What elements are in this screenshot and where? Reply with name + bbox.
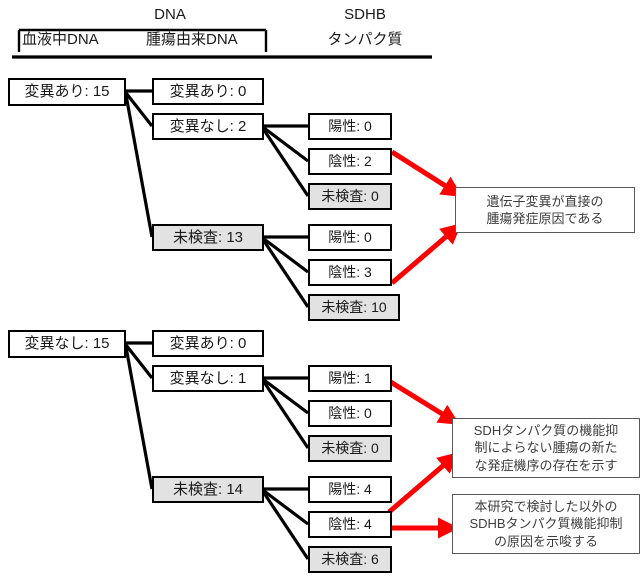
node-lower-root[interactable]: 変異なし: 15 — [8, 330, 126, 358]
header-dna-group: DNA — [154, 6, 186, 23]
node-lower-b2-c3[interactable]: 未検査: 0 — [308, 435, 392, 462]
lower-branch3-edges — [262, 487, 310, 560]
node-lower-b2[interactable]: 変異なし: 1 — [152, 365, 264, 392]
node-upper-b2-c2[interactable]: 陰性: 2 — [308, 148, 392, 175]
callout-2-line-2: 制によらない腫瘍の新た — [474, 440, 618, 456]
node-upper-b3[interactable]: 未検査: 13 — [152, 224, 264, 251]
callout-3-line-1: 本研究で検討した以外の — [474, 499, 618, 515]
node-upper-b3-c3[interactable]: 未検査: 10 — [308, 294, 400, 321]
lower-branch2-edges — [262, 376, 310, 449]
node-lower-b3-c3[interactable]: 未検査: 6 — [308, 546, 392, 573]
callout-1-line-1: 遺伝子変異が直接の — [486, 193, 604, 209]
upper-arrows — [390, 149, 463, 285]
callout-2-line-3: な発症機序の存在を示す — [474, 457, 618, 473]
callout-1-line-2: 腫瘍発症原因である — [486, 211, 604, 226]
upper-edges — [124, 89, 154, 238]
header-protein: タンパク質 — [327, 31, 403, 48]
node-upper-b2[interactable]: 変異なし: 2 — [152, 113, 264, 140]
header-blood-dna: 血液中DNA — [22, 31, 99, 48]
lower-edges — [124, 341, 154, 490]
lower-arrows — [387, 378, 460, 539]
node-lower-b2-c1[interactable]: 陽性: 1 — [308, 365, 392, 392]
node-upper-b2-c3[interactable]: 未検査: 0 — [308, 183, 392, 210]
node-lower-b2-c2[interactable]: 陰性: 0 — [308, 400, 392, 427]
callout-3-line-2: SDHBタンパク質機能抑制 — [469, 516, 623, 532]
node-lower-b3-c1[interactable]: 陽性: 4 — [308, 476, 392, 503]
node-upper-root[interactable]: 変異あり: 15 — [8, 78, 126, 106]
node-lower-b3[interactable]: 未検査: 14 — [152, 476, 264, 503]
node-lower-b3-c2[interactable]: 陰性: 4 — [308, 511, 392, 538]
header-sdhb: SDHB — [344, 6, 386, 23]
callout-2-line-1: SDHタンパク質の機能抑 — [473, 423, 619, 439]
callout-direct-cause: 遺伝子変異が直接の 腫瘍発症原因である — [455, 187, 635, 233]
callout-new-mechanism: SDHタンパク質の機能抑 制によらない腫瘍の新た な発症機序の存在を示す — [452, 418, 640, 478]
node-upper-b3-c1[interactable]: 陽性: 0 — [308, 224, 392, 251]
upper-branch2-edges — [262, 124, 310, 197]
node-lower-b1[interactable]: 変異あり: 0 — [152, 330, 264, 357]
callout-3-line-3: の原因を示唆する — [493, 533, 598, 549]
node-upper-b1[interactable]: 変異あり: 0 — [152, 78, 264, 105]
header-tumor-dna: 腫瘍由来DNA — [146, 31, 238, 48]
node-upper-b2-c1[interactable]: 陽性: 0 — [308, 113, 392, 140]
node-upper-b3-c2[interactable]: 陰性: 3 — [308, 259, 392, 286]
upper-branch3-edges — [262, 235, 310, 308]
callout-other-cause: 本研究で検討した以外の SDHBタンパク質機能抑制 の原因を示唆する — [452, 494, 640, 554]
